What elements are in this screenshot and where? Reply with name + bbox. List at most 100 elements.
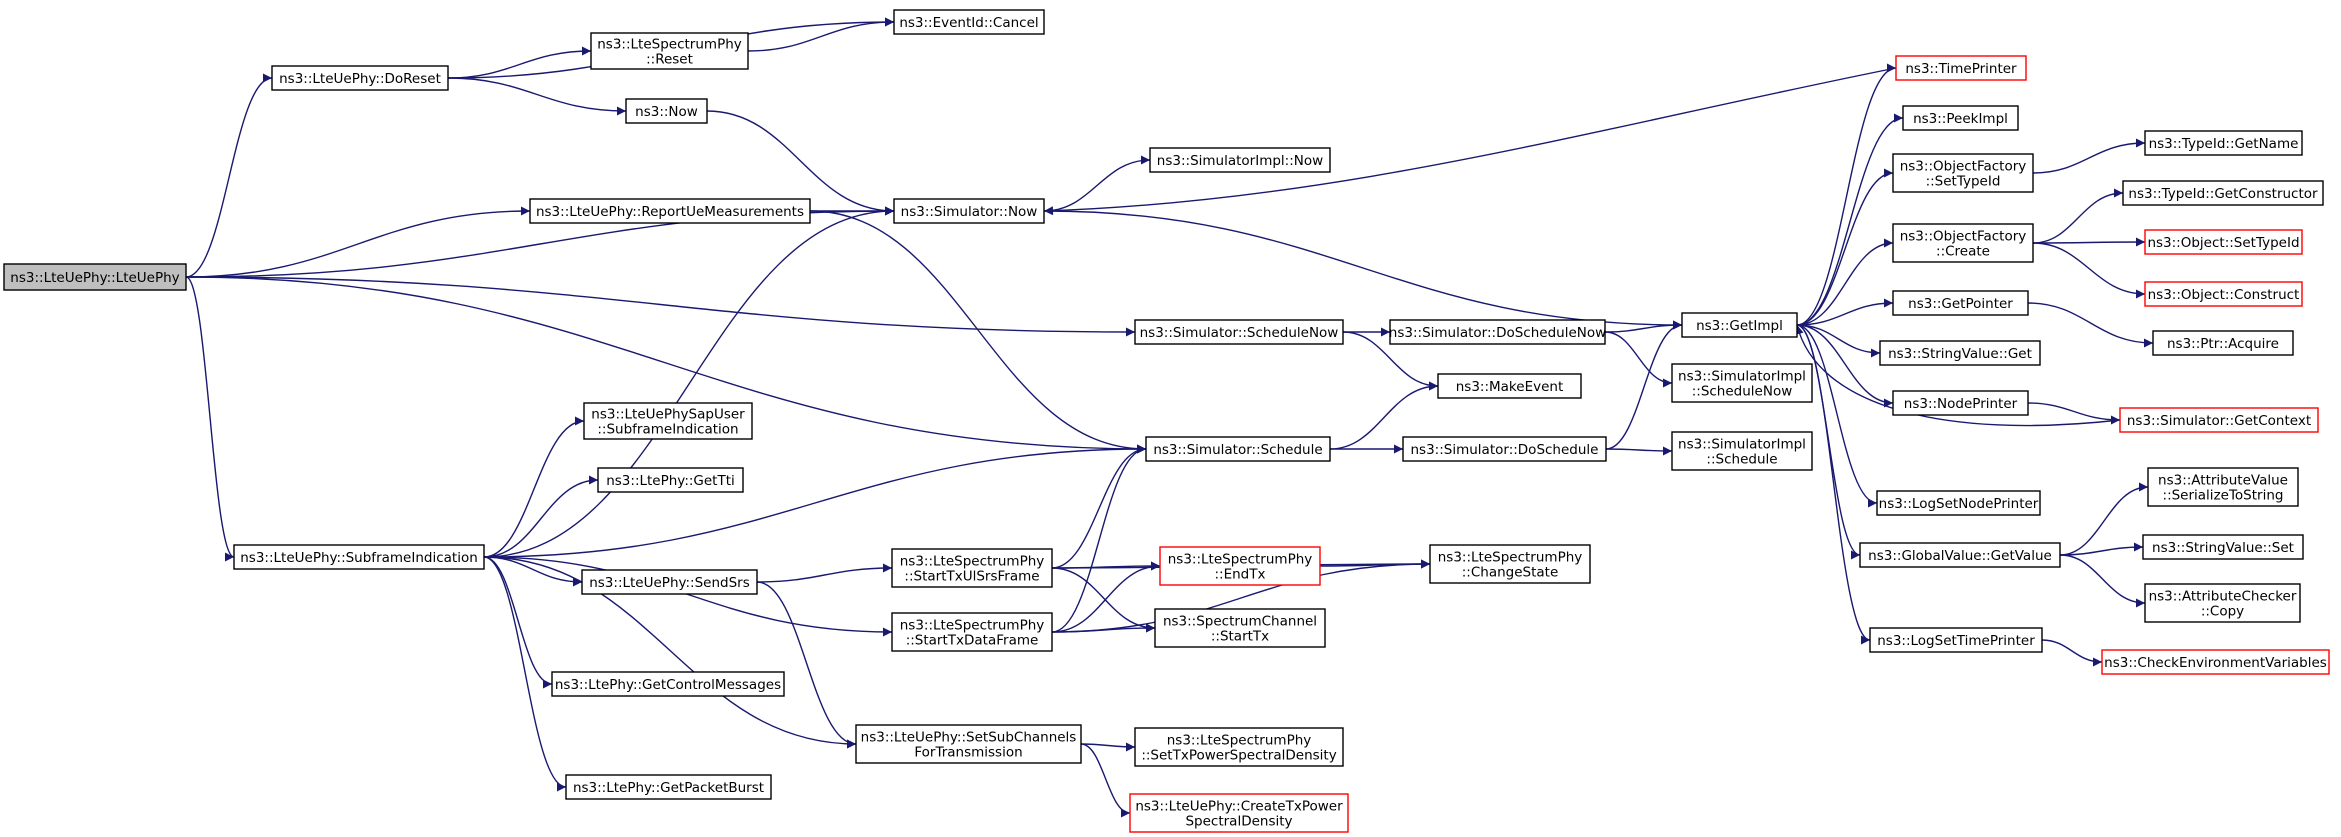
node-doreset[interactable]: ns3::LteUePhy::DoReset — [271, 65, 449, 91]
node-logsetnode[interactable]: ns3::LogSetNodePrinter — [1876, 490, 2041, 516]
node-simnow[interactable]: ns3::Simulator::Now — [893, 198, 1045, 224]
edge-line — [185, 73, 273, 278]
node-strget[interactable]: ns3::StringValue::Get — [1879, 340, 2041, 366]
node-getimpl[interactable]: ns3::GetImpl — [1681, 312, 1798, 338]
node-box — [2147, 467, 2299, 507]
edge-subframe-to-schedule — [483, 444, 1147, 558]
edge-line — [1796, 298, 1894, 326]
node-timeprinter[interactable]: ns3::TimePrinter — [1895, 55, 2027, 81]
node-box — [2152, 330, 2294, 356]
node-report[interactable]: ns3::LteUePhy::ReportUeMeasurements — [529, 198, 811, 224]
node-label: ::SubframeIndication — [597, 422, 738, 438]
node-label: ::StartTxDataFrame — [906, 633, 1039, 649]
node-getcontext[interactable]: ns3::Simulator::GetContext — [2119, 407, 2319, 433]
edge-line — [1796, 238, 1894, 326]
edge-line — [747, 17, 895, 52]
node-dosched[interactable]: ns3::Simulator::DoSchedule — [1402, 436, 1607, 462]
node-schednow[interactable]: ns3::Simulator::ScheduleNow — [1134, 319, 1344, 345]
edge-line — [1329, 381, 1439, 450]
node-label: ns3::TypeId::GetConstructor — [2128, 186, 2318, 202]
edge-line — [185, 206, 531, 278]
node-label: ns3::Now — [635, 104, 698, 120]
node-nodeprinter[interactable]: ns3::NodePrinter — [1892, 390, 2029, 416]
edge-line — [1342, 331, 1439, 391]
edge-line — [2027, 302, 2154, 348]
edge-dosched-to-implsched — [1605, 446, 1673, 456]
edge-doreset-to-now — [447, 77, 627, 116]
node-peekimpl[interactable]: ns3::PeekImpl — [1902, 105, 2019, 131]
node-root[interactable]: ns3::LteUePhy::LteUePhy — [3, 263, 187, 291]
node-now[interactable]: ns3::Now — [625, 98, 708, 124]
node-settxpsd[interactable]: ns3::LteSpectrumPhy::SetTxPowerSpectralD… — [1134, 727, 1344, 767]
node-gettti[interactable]: ns3::LtePhy::GetTti — [597, 467, 744, 493]
node-box — [893, 198, 1045, 224]
node-box — [1681, 312, 1798, 338]
node-accopy[interactable]: ns3::AttributeChecker::Copy — [2144, 583, 2301, 623]
edge-getimpl-to-peekimpl — [1796, 113, 1904, 326]
node-subframe[interactable]: ns3::LteUePhy::SubframeIndication — [233, 544, 485, 570]
node-implschednow[interactable]: ns3::SimulatorImpl::ScheduleNow — [1671, 363, 1813, 403]
node-label: ns3::EventId::Cancel — [899, 15, 1038, 31]
node-createpsd[interactable]: ns3::LteUePhy::CreateTxPowerSpectralDens… — [1129, 793, 1349, 833]
node-ofsettype[interactable]: ns3::ObjectFactory::SetTypeId — [1892, 153, 2034, 193]
edge-getimpl-to-timeprinter — [1796, 63, 1897, 326]
node-label: ns3::Simulator::Now — [901, 204, 1038, 220]
node-label: ns3::LteSpectrumPhy — [597, 37, 742, 53]
edge-getimpl-to-logsetnode — [1796, 324, 1878, 508]
node-startul[interactable]: ns3::LteSpectrumPhy::StartTxUlSrsFrame — [891, 548, 1053, 588]
node-sendsrs[interactable]: ns3::LteUePhy::SendSrs — [581, 569, 758, 595]
node-startdata[interactable]: ns3::LteSpectrumPhy::StartTxDataFrame — [891, 612, 1053, 652]
node-label: ns3::LteSpectrumPhy — [900, 554, 1045, 570]
node-getburst[interactable]: ns3::LtePhy::GetPacketBurst — [565, 774, 772, 800]
edge-gvgetvalue-to-strset — [2059, 542, 2144, 556]
node-implnow[interactable]: ns3::SimulatorImpl::Now — [1149, 147, 1331, 173]
node-sapuser[interactable]: ns3::LteUePhySapUser::SubframeIndication — [583, 402, 753, 440]
node-cancel[interactable]: ns3::EventId::Cancel — [893, 9, 1045, 35]
node-strset[interactable]: ns3::StringValue::Set — [2142, 534, 2304, 560]
edge-nodeprinter-to-getcontext — [2027, 402, 2121, 425]
node-box — [1895, 55, 2027, 81]
node-avser[interactable]: ns3::AttributeValue::SerializeToString — [2147, 467, 2299, 507]
node-label: ns3::Object::SetTypeId — [2147, 235, 2299, 251]
node-label: ::Create — [1936, 244, 1990, 260]
node-ofcreate[interactable]: ns3::ObjectFactory::Create — [1892, 223, 2034, 263]
node-getpointer[interactable]: ns3::GetPointer — [1892, 290, 2029, 316]
node-label: ns3::LtePhy::GetTti — [606, 473, 735, 489]
edge-subframe-to-setsub — [483, 556, 857, 749]
node-box — [2119, 407, 2319, 433]
node-gvgetvalue[interactable]: ns3::GlobalValue::GetValue — [1859, 542, 2061, 568]
edge-line — [483, 206, 895, 558]
node-doschednow[interactable]: ns3::Simulator::DoScheduleNow — [1389, 319, 1606, 345]
node-label: ns3::LogSetNodePrinter — [1879, 496, 2039, 512]
node-box — [2144, 130, 2303, 156]
node-box — [1389, 319, 1606, 345]
node-box — [891, 548, 1053, 588]
node-box — [2144, 281, 2303, 307]
node-getctor[interactable]: ns3::TypeId::GetConstructor — [2122, 180, 2324, 206]
node-implsched[interactable]: ns3::SimulatorImpl::Schedule — [1671, 431, 1813, 471]
node-getname[interactable]: ns3::TypeId::GetName — [2144, 130, 2303, 156]
node-logsettime[interactable]: ns3::LogSetTimePrinter — [1869, 627, 2043, 653]
node-label: ns3::SimulatorImpl — [1678, 369, 1806, 385]
node-label: ns3::ObjectFactory — [1900, 229, 2027, 245]
node-spreset[interactable]: ns3::LteSpectrumPhy::Reset — [590, 32, 749, 70]
edge-line — [483, 556, 857, 749]
node-label: ::EndTx — [1215, 567, 1266, 583]
node-objconstruct[interactable]: ns3::Object::Construct — [2144, 281, 2303, 307]
node-schedule[interactable]: ns3::Simulator::Schedule — [1145, 436, 1331, 462]
node-changestate[interactable]: ns3::LteSpectrumPhy::ChangeState — [1429, 544, 1591, 584]
node-box — [529, 198, 811, 224]
node-objsettype[interactable]: ns3::Object::SetTypeId — [2144, 229, 2303, 255]
node-endtx[interactable]: ns3::LteSpectrumPhy::EndTx — [1159, 546, 1321, 586]
node-checkenv[interactable]: ns3::CheckEnvironmentVariables — [2101, 649, 2330, 675]
node-chstart[interactable]: ns3::SpectrumChannel::StartTx — [1154, 608, 1326, 648]
node-label: ns3::PeekImpl — [1913, 111, 2008, 127]
node-getctrl[interactable]: ns3::LtePhy::GetControlMessages — [551, 671, 785, 697]
edge-line — [1080, 743, 1131, 818]
edge-startdata-to-changestate — [1051, 559, 1431, 633]
node-makeevent[interactable]: ns3::MakeEvent — [1437, 373, 1582, 399]
node-setsub[interactable]: ns3::LteUePhy::SetSubChannelsForTransmis… — [855, 724, 1082, 764]
node-ptracquire[interactable]: ns3::Ptr::Acquire — [2152, 330, 2294, 356]
edge-line — [483, 556, 553, 689]
